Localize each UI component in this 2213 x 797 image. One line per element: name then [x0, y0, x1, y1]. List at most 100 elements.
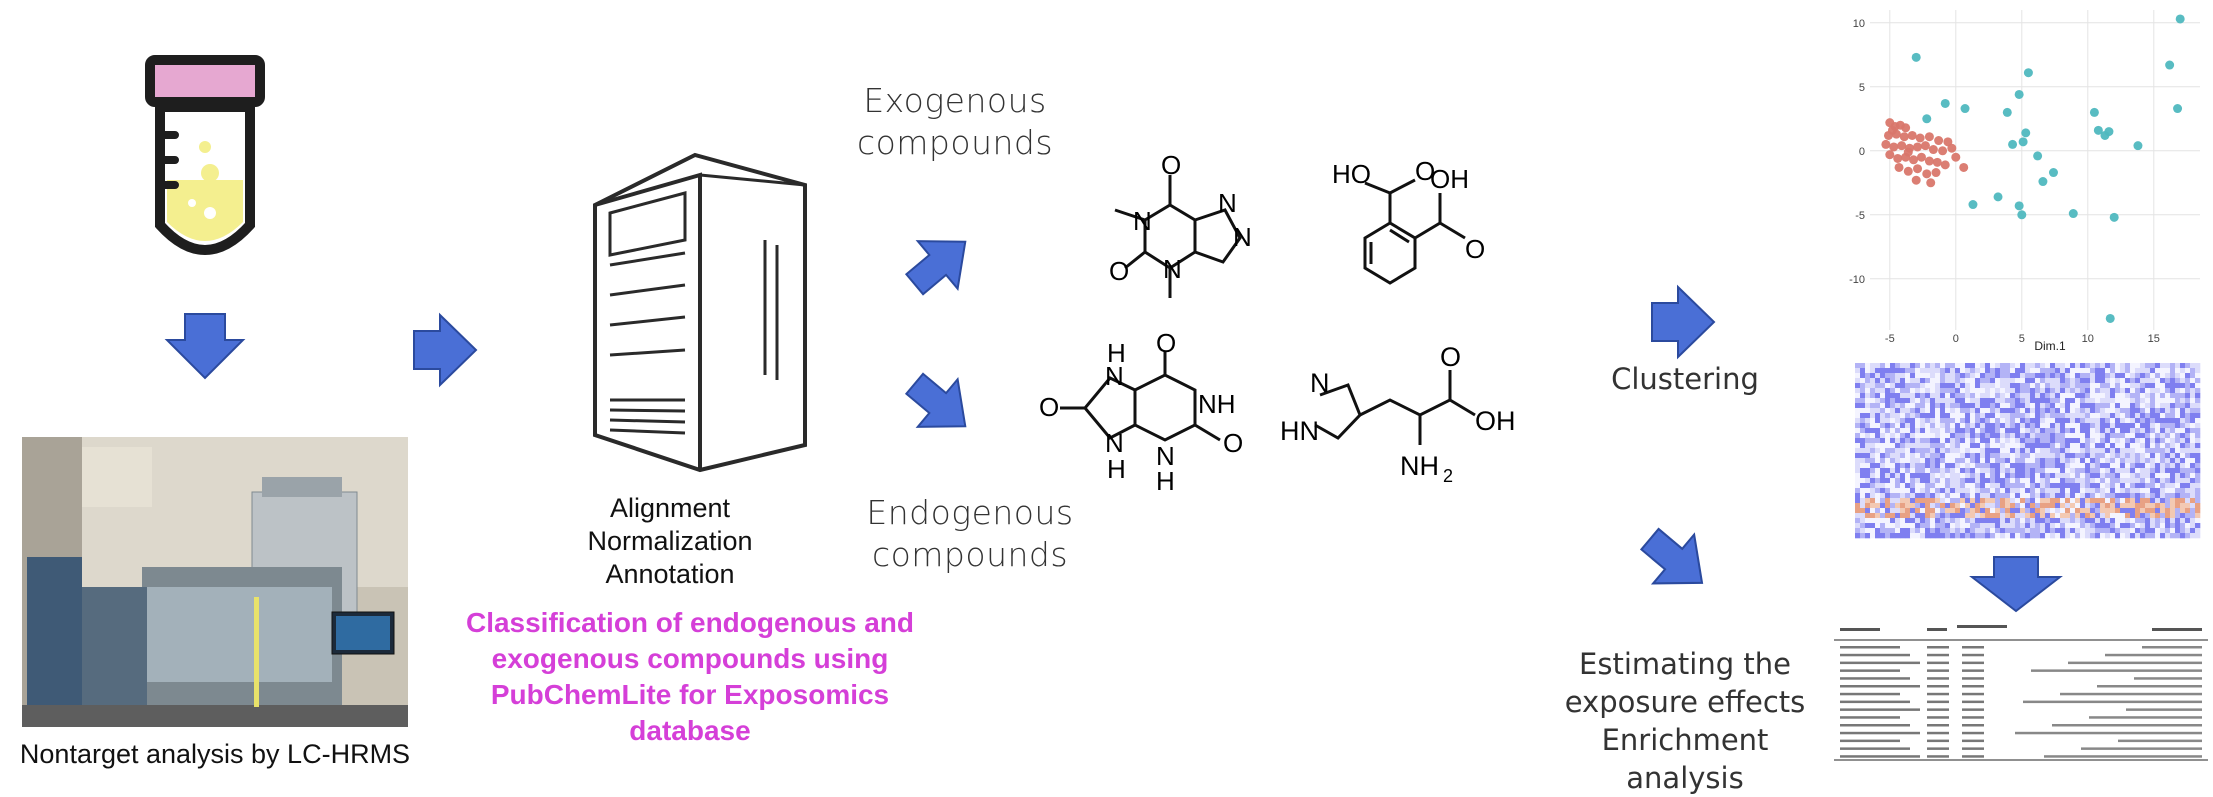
heatmap-cell	[2035, 378, 2041, 384]
heatmap-cell	[2150, 483, 2156, 489]
heatmap-cell	[2060, 468, 2066, 474]
heatmap-cell	[2135, 513, 2141, 519]
heatmap-cell	[2110, 493, 2116, 499]
heatmap-cell	[2035, 363, 2041, 369]
heatmap-cell	[2155, 418, 2161, 424]
heatmap-cell	[1910, 493, 1916, 499]
table-row-text	[1927, 755, 1949, 758]
heatmap-cell	[2025, 448, 2031, 454]
table-row-text	[1927, 739, 1949, 743]
heatmap-cell	[1855, 373, 1861, 379]
heatmap-cell	[1875, 498, 1881, 504]
heatmap-cell	[1885, 488, 1891, 494]
molecule-atom: NH	[1400, 451, 1439, 481]
heatmap-cell	[2135, 428, 2141, 434]
heatmap-cell	[1925, 423, 1931, 429]
heatmap-cell	[2015, 463, 2021, 469]
heatmap-cell	[2015, 373, 2021, 379]
heatmap-cell	[1980, 378, 1986, 384]
heatmap-cell	[1980, 433, 1986, 439]
heatmap-cell	[1880, 368, 1886, 374]
table-row-text	[2015, 731, 2202, 735]
heatmap-cell	[2145, 383, 2151, 389]
scatter-point	[2021, 128, 2031, 138]
heatmap-cell	[1855, 433, 1861, 439]
heatmap-cell	[2150, 503, 2156, 509]
heatmap-cell	[1920, 363, 1926, 369]
heatmap-cell	[2075, 418, 2081, 424]
heatmap-cell	[1910, 383, 1916, 389]
heatmap-cell	[2175, 458, 2181, 464]
table-row-text	[1840, 685, 1920, 688]
scatter-point	[2089, 107, 2099, 117]
heatmap-cell	[2035, 413, 2041, 419]
heatmap-cell	[2145, 423, 2151, 429]
heatmap-cell	[1885, 373, 1891, 379]
heatmap-cell	[1875, 418, 1881, 424]
heatmap-cell	[1915, 423, 1921, 429]
heatmap-cell	[2145, 418, 2151, 424]
heatmap-cell	[2020, 388, 2026, 394]
heatmap-cell	[2000, 438, 2006, 444]
heatmap-cell	[2190, 513, 2196, 519]
heatmap-cell	[2030, 428, 2036, 434]
heatmap-cell	[2130, 473, 2136, 479]
heatmap-cell	[2040, 453, 2046, 459]
scatter-point	[1903, 147, 1913, 157]
heatmap-cell	[2115, 383, 2121, 389]
heatmap-cell	[1945, 513, 1951, 519]
heatmap-cell	[2170, 388, 2176, 394]
heatmap-cell	[2000, 453, 2006, 459]
heatmap-cell	[2075, 443, 2081, 449]
heatmap-cell	[2105, 518, 2111, 524]
heatmap-cell	[1970, 513, 1976, 519]
heatmap-cell	[2010, 438, 2016, 444]
heatmap-cell	[2175, 423, 2181, 429]
heatmap-cell	[1865, 453, 1871, 459]
heatmap-cell	[2150, 498, 2156, 504]
heatmap-cell	[2050, 438, 2056, 444]
heatmap-cell	[1910, 448, 1916, 454]
heatmap-cell	[2120, 508, 2126, 514]
heatmap-cell	[2005, 523, 2011, 529]
heatmap-cell	[2060, 513, 2066, 519]
heatmap-cell	[2075, 413, 2081, 419]
heatmap-cell	[1935, 448, 1941, 454]
heatmap-cell	[2050, 378, 2056, 384]
heatmap-cell	[1950, 468, 1956, 474]
heatmap-cell	[1935, 498, 1941, 504]
heatmap-cell	[2155, 513, 2161, 519]
heatmap-cell	[2055, 503, 2061, 509]
heatmap-cell	[2090, 363, 2096, 369]
heatmap-cell	[2035, 468, 2041, 474]
heatmap-cell	[2070, 483, 2076, 489]
heatmap-cell	[2140, 493, 2146, 499]
heatmap-cell	[1860, 403, 1866, 409]
heatmap-cell	[2125, 408, 2131, 414]
heatmap-cell	[1895, 423, 1901, 429]
heatmap-cell	[2105, 503, 2111, 509]
heatmap-cell	[1900, 413, 1906, 419]
heatmap-cell	[1860, 513, 1866, 519]
heatmap-cell	[1920, 468, 1926, 474]
heatmap-cell	[2115, 363, 2121, 369]
heatmap-cell	[1885, 398, 1891, 404]
heatmap-cell	[2195, 393, 2201, 399]
heatmap-cell	[1965, 418, 1971, 424]
heatmap-cell	[2035, 418, 2041, 424]
heatmap-cell	[2165, 498, 2171, 504]
heatmap-cell	[2010, 478, 2016, 484]
heatmap-cell	[2070, 473, 2076, 479]
heatmap-cell	[2030, 478, 2036, 484]
heatmap-cell	[2105, 388, 2111, 394]
heatmap-cell	[2015, 428, 2021, 434]
heatmap-cell	[1975, 493, 1981, 499]
heatmap-cell	[2090, 418, 2096, 424]
heatmap-cell	[2030, 388, 2036, 394]
heatmap-cell	[1920, 493, 1926, 499]
heatmap-cell	[2130, 438, 2136, 444]
heatmap-cell	[2045, 443, 2051, 449]
heatmap-cell	[2155, 453, 2161, 459]
heatmap-cell	[2065, 383, 2071, 389]
heatmap-cell	[2050, 468, 2056, 474]
